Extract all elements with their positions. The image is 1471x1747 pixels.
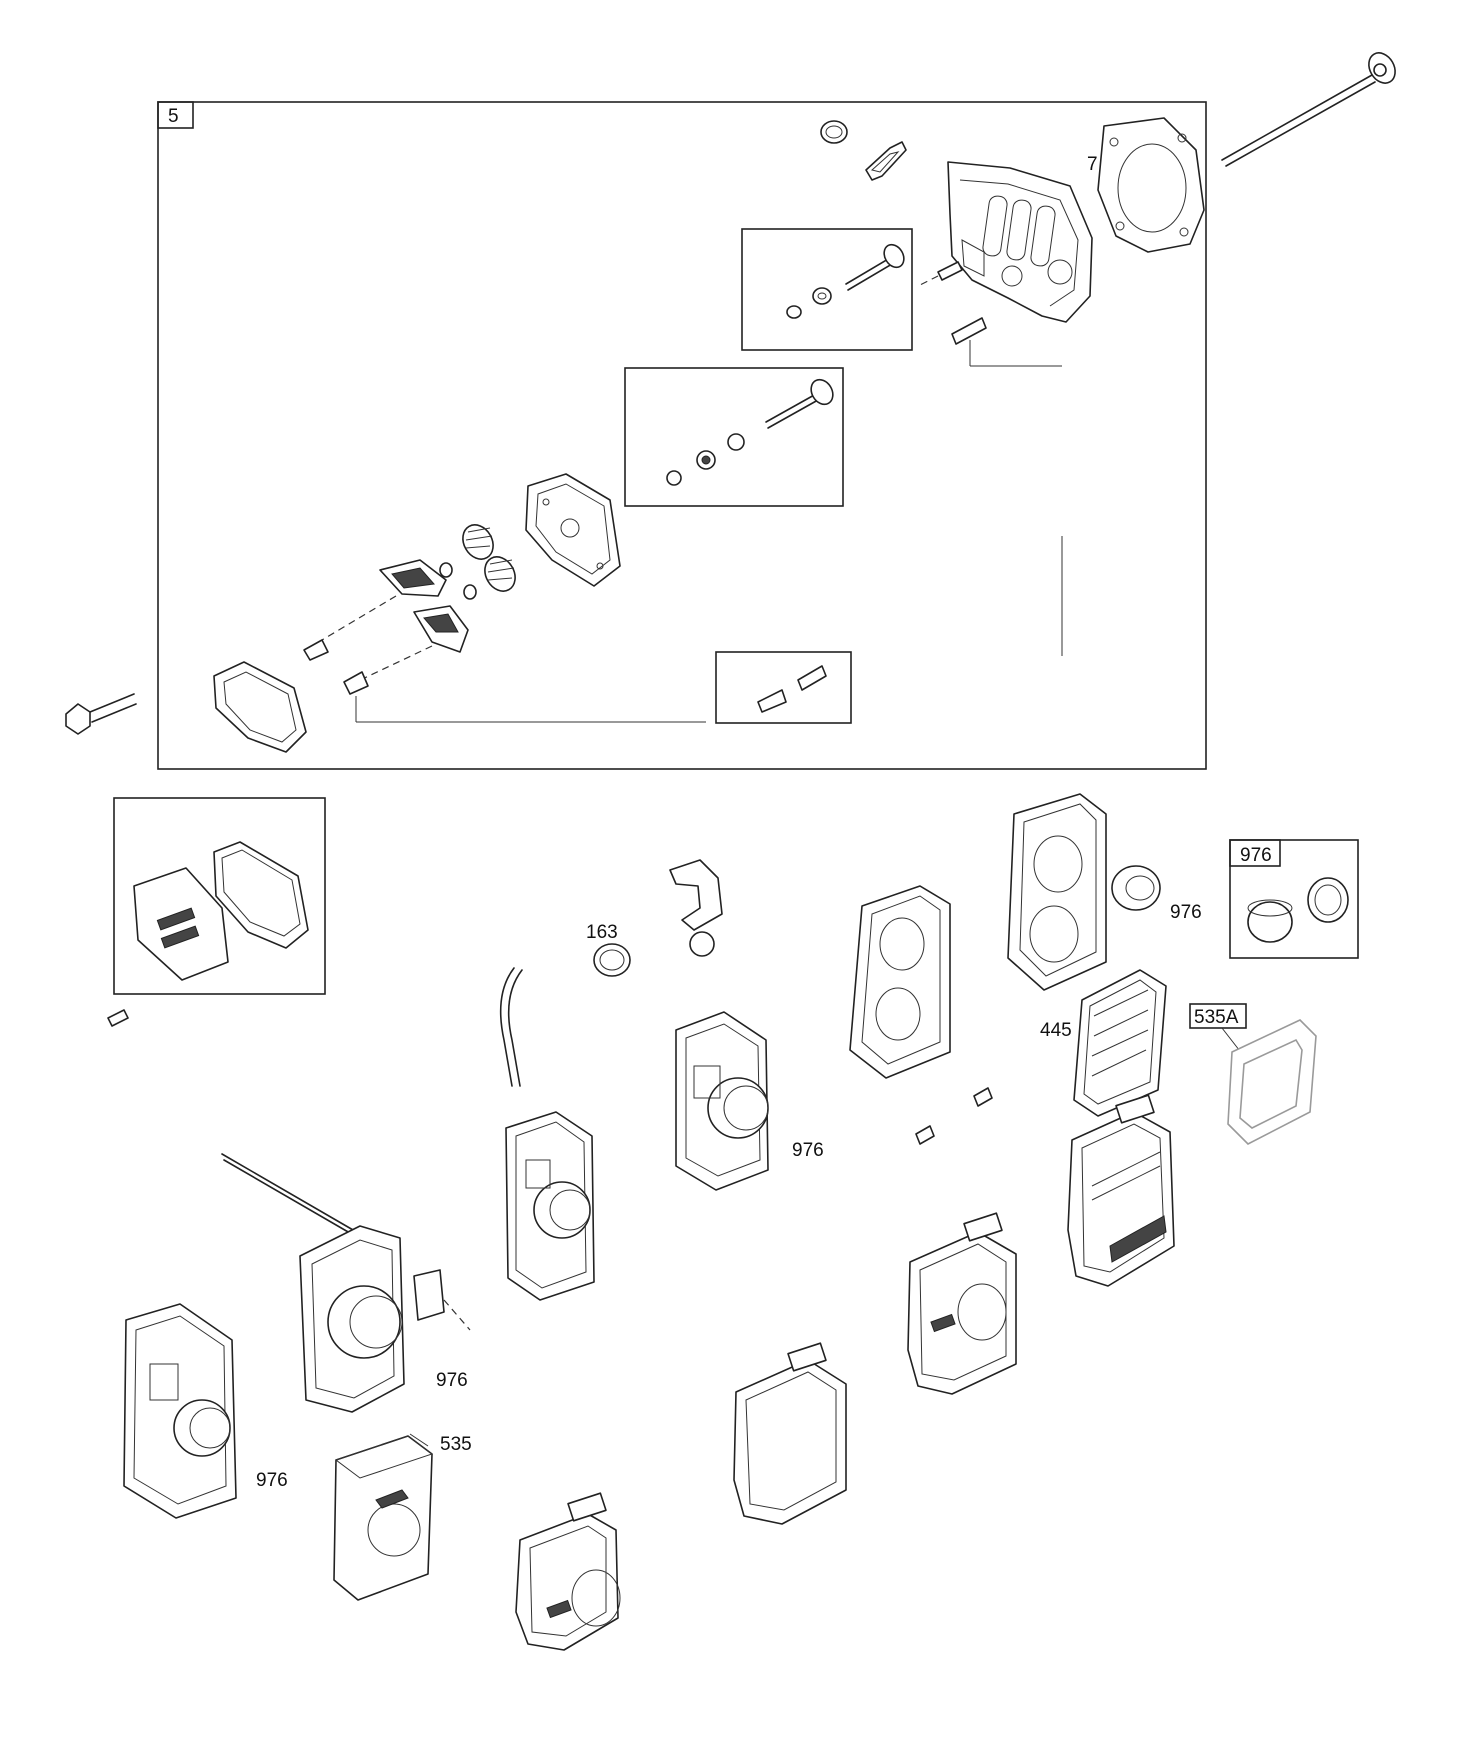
callout-976-a: 976 [256,1470,288,1491]
callout-535: 535 [440,1434,472,1455]
pivot-studs [303,639,706,723]
intake-gasket [865,141,907,181]
breather-cover-box [113,797,326,995]
callout-976-kit: 976 [1240,845,1272,866]
rocker-studs [917,261,1063,656]
cylinder-head-assembly-frame: 5 [157,101,1207,770]
callout-445: 445 [1040,1020,1072,1041]
callout-163: 163 [586,922,618,943]
air-cleaner-base-a: 976 [123,1303,288,1519]
o-ring-small [820,120,848,144]
callout-976-d: 976 [1170,902,1202,923]
exhaust-valve-box [741,228,913,351]
callout-535a: 535A [1194,1007,1239,1028]
rocker-arms [321,559,469,683]
head-bolt-left [65,693,137,735]
air-cleaner-base-d: 976 [675,1011,824,1191]
valve-springs [439,524,516,600]
air-cleaner-cover-b [733,1342,847,1525]
foam-pre-filter-oval: 535A [1189,1003,1317,1145]
breather-screw [107,1009,129,1027]
air-cleaner-base-f: 976 [1007,793,1202,991]
callout-976-b: 976 [436,1370,468,1391]
air-cleaner-base-b: 976 [221,1153,471,1413]
foam-pre-filter-square: 535 [333,1433,472,1601]
valve-cover [525,473,621,587]
air-cleaner-cover-c [907,1212,1017,1395]
elbow-tube [669,859,723,957]
cover-screws [915,1087,993,1145]
callout-976-c: 976 [792,1140,824,1161]
pre-cleaner-kit-box: 976 [1229,839,1359,959]
air-filter-cartridge: 445 [1040,969,1167,1117]
valve-cover-gasket [213,661,307,753]
breather-tube [499,967,523,1087]
stud-kit-box [715,651,852,724]
head-gasket: 7 [1087,117,1205,253]
air-cleaner-base-c [505,1111,595,1301]
air-cleaner-base-e [849,885,951,1079]
callout-5: 5 [168,106,179,127]
air-cleaner-cover-d [1067,1094,1175,1287]
hose-clamp: 163 [586,922,631,977]
callout-7: 7 [1087,154,1098,175]
cylinder-head [947,161,1093,323]
intake-valve-box [624,367,844,507]
head-bolt-top [1221,52,1396,167]
air-cleaner-cover-a [515,1492,621,1651]
